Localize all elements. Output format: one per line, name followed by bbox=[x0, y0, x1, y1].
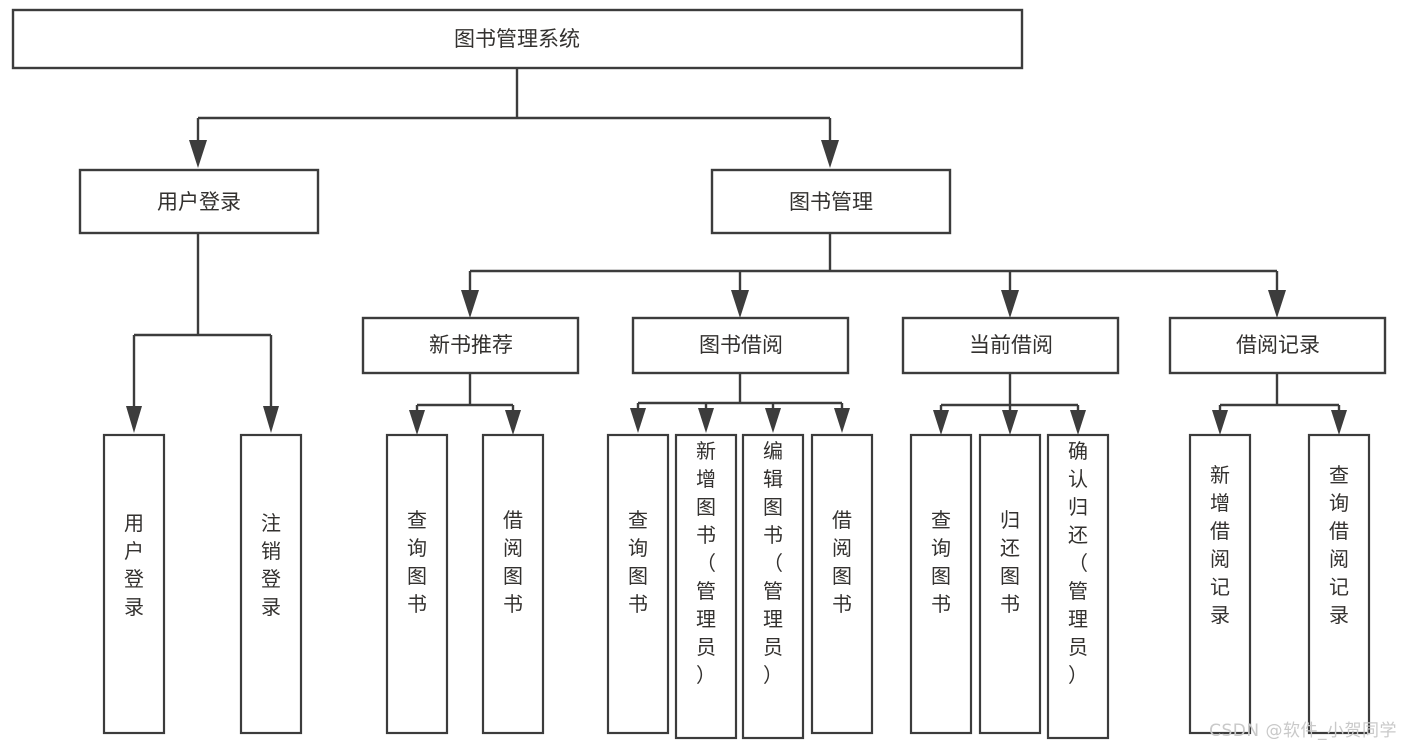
connector-group-new-book-recommend bbox=[409, 373, 521, 435]
leaf-query-book-1-label: 查询图书 bbox=[407, 508, 427, 616]
node-current-borrow-label: 当前借阅 bbox=[969, 333, 1053, 357]
leaf-confirm-return-label: 确认归还（管理员） bbox=[1068, 439, 1088, 687]
node-book-manage-box[interactable] bbox=[710, 168, 952, 235]
node-book-borrow[interactable]: 图书借阅 bbox=[631, 316, 850, 375]
leaf-borrow-book-2[interactable]: 借阅图书 bbox=[810, 433, 874, 735]
arrow-head-leaf-query-book-2 bbox=[630, 408, 646, 433]
arrow-head-leaf-borrow-book-2 bbox=[834, 408, 850, 433]
node-borrow-record[interactable]: 借阅记录 bbox=[1168, 316, 1387, 375]
node-current-borrow[interactable]: 当前借阅 bbox=[901, 316, 1120, 375]
arrow-head-current-borrow bbox=[1001, 290, 1019, 318]
leaf-confirm-return[interactable]: 确认归还（管理员） bbox=[1046, 433, 1110, 740]
leaf-edit-book[interactable]: 编辑图书（管理员） bbox=[741, 433, 805, 740]
leaf-borrow-book-2-label: 借阅图书 bbox=[832, 508, 852, 616]
leaf-query-book-2-label: 查询图书 bbox=[628, 508, 648, 616]
arrow-head-book-borrow bbox=[731, 290, 749, 318]
leaf-add-record-box[interactable] bbox=[1188, 433, 1252, 735]
arrow-head-leaf-logout-login bbox=[263, 406, 279, 433]
node-book-borrow-box[interactable] bbox=[631, 316, 850, 375]
node-new-book-recommend-box[interactable] bbox=[361, 316, 580, 375]
node-root[interactable]: 图书管理系统 bbox=[11, 8, 1024, 70]
node-book-manage-label: 图书管理 bbox=[789, 190, 873, 214]
leaf-query-book-1[interactable]: 查询图书 bbox=[385, 433, 449, 735]
leaf-query-book-2-box[interactable] bbox=[606, 433, 670, 735]
leaf-add-record-label: 新增借阅记录 bbox=[1210, 463, 1230, 627]
arrow-head-book-manage bbox=[821, 140, 839, 168]
leaf-user-login[interactable]: 用户登录 bbox=[102, 433, 166, 735]
leaf-query-book-3-label: 查询图书 bbox=[931, 508, 951, 616]
node-new-book-recommend-label: 新书推荐 bbox=[429, 333, 513, 357]
node-book-borrow-label: 图书借阅 bbox=[699, 333, 783, 357]
leaf-add-book-label: 新增图书（管理员） bbox=[696, 439, 716, 687]
leaf-add-book-box[interactable] bbox=[674, 433, 738, 740]
leaf-query-book-2[interactable]: 查询图书 bbox=[606, 433, 670, 735]
leaf-add-record[interactable]: 新增借阅记录 bbox=[1188, 433, 1252, 735]
node-user-login-label: 用户登录 bbox=[157, 190, 241, 214]
arrow-head-leaf-user-login bbox=[126, 406, 142, 433]
leaf-return-book-label: 归还图书 bbox=[1000, 508, 1020, 616]
node-user-login-box[interactable] bbox=[78, 168, 320, 235]
leaf-edit-book-label: 编辑图书（管理员） bbox=[763, 439, 783, 687]
leaf-confirm-return-box[interactable] bbox=[1046, 433, 1110, 740]
connector-group-root bbox=[189, 68, 839, 168]
arrow-head-leaf-query-book-3 bbox=[933, 410, 949, 435]
leaf-edit-book-box[interactable] bbox=[741, 433, 805, 740]
arrow-head-leaf-query-book-1 bbox=[409, 410, 425, 435]
node-new-book-recommend[interactable]: 新书推荐 bbox=[361, 316, 580, 375]
leaf-user-login-label: 用户登录 bbox=[124, 511, 144, 619]
connector-group-book-manage bbox=[461, 233, 1286, 318]
node-book-manage[interactable]: 图书管理 bbox=[710, 168, 952, 235]
leaf-borrow-book-1-label: 借阅图书 bbox=[503, 508, 523, 616]
leaf-query-record-label: 查询借阅记录 bbox=[1329, 463, 1349, 627]
leaf-return-book-box[interactable] bbox=[978, 433, 1042, 735]
node-current-borrow-box[interactable] bbox=[901, 316, 1120, 375]
connector-group-borrow-record bbox=[1212, 373, 1347, 435]
connector-group-current-borrow bbox=[933, 373, 1086, 435]
leaf-return-book[interactable]: 归还图书 bbox=[978, 433, 1042, 735]
leaf-borrow-book-2-box[interactable] bbox=[810, 433, 874, 735]
arrow-head-leaf-confirm-return bbox=[1070, 410, 1086, 435]
arrow-head-leaf-borrow-book-1 bbox=[505, 410, 521, 435]
leaf-user-login-box[interactable] bbox=[102, 433, 166, 735]
watermark-text: CSDN @软件_小贺同学 bbox=[1209, 721, 1397, 741]
leaf-query-book-3-box[interactable] bbox=[909, 433, 973, 735]
leaf-logout-login[interactable]: 注销登录 bbox=[239, 433, 303, 735]
leaf-logout-login-label: 注销登录 bbox=[261, 511, 281, 619]
arrow-head-leaf-add-record bbox=[1212, 410, 1228, 435]
arrow-head-leaf-return-book bbox=[1002, 410, 1018, 435]
leaf-query-book-3[interactable]: 查询图书 bbox=[909, 433, 973, 735]
arrow-head-borrow-record bbox=[1268, 290, 1286, 318]
node-borrow-record-label: 借阅记录 bbox=[1236, 333, 1320, 357]
arrow-head-leaf-query-record bbox=[1331, 410, 1347, 435]
arrow-head-user-login bbox=[189, 140, 207, 168]
connector-group-book-borrow bbox=[630, 373, 850, 433]
node-root-box[interactable] bbox=[11, 8, 1024, 70]
leaf-borrow-book-1[interactable]: 借阅图书 bbox=[481, 433, 545, 735]
leaf-add-book[interactable]: 新增图书（管理员） bbox=[674, 433, 738, 740]
node-user-login[interactable]: 用户登录 bbox=[78, 168, 320, 235]
arrow-head-leaf-add-book bbox=[698, 408, 714, 433]
leaf-borrow-book-1-box[interactable] bbox=[481, 433, 545, 735]
node-root-label: 图书管理系统 bbox=[454, 27, 580, 51]
leaf-query-record[interactable]: 查询借阅记录 bbox=[1307, 433, 1371, 735]
leaf-query-record-box[interactable] bbox=[1307, 433, 1371, 735]
leaf-query-book-1-box[interactable] bbox=[385, 433, 449, 735]
leaf-logout-login-box[interactable] bbox=[239, 433, 303, 735]
connector-group-user-login bbox=[126, 233, 279, 433]
node-borrow-record-box[interactable] bbox=[1168, 316, 1387, 375]
arrow-head-leaf-edit-book bbox=[765, 408, 781, 433]
arrow-head-new-book-recommend bbox=[461, 290, 479, 318]
